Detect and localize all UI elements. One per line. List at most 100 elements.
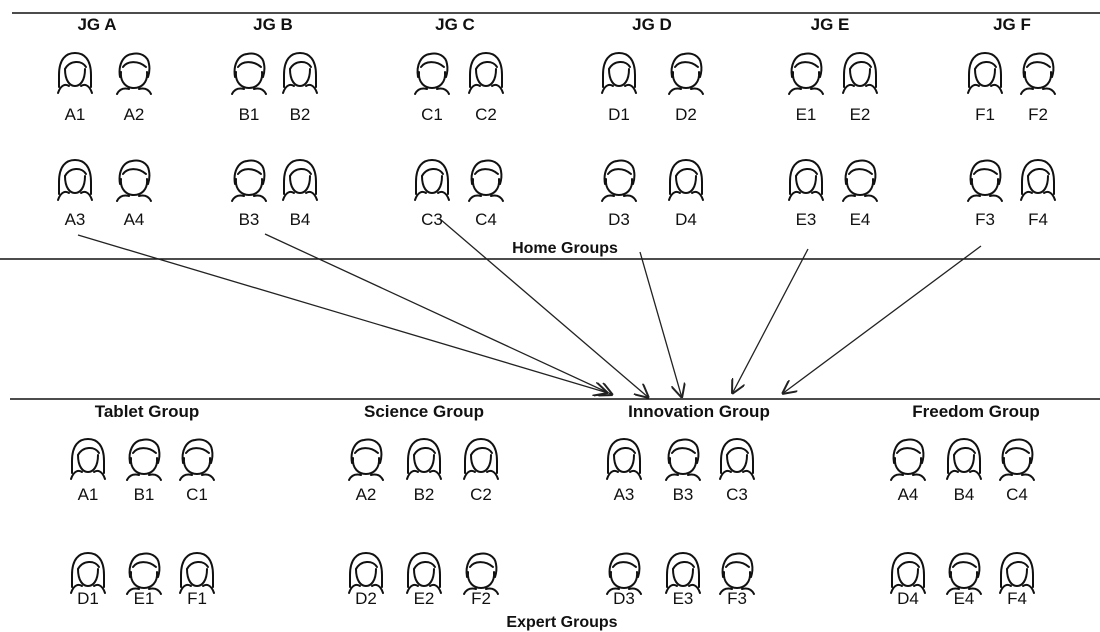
arrow-e3-to-innovation [732, 248, 809, 394]
boy-icon [719, 552, 755, 595]
member-label: F3 [727, 589, 747, 608]
boy-icon [788, 52, 824, 95]
home-groups-label: Home Groups [512, 240, 618, 257]
girl-icon [665, 552, 701, 594]
expert-group-title: Innovation Group [628, 402, 770, 421]
member-label: C1 [421, 105, 443, 124]
home-group-title: JG A [77, 15, 116, 34]
member-label: C4 [1006, 485, 1028, 504]
girl-icon [788, 159, 824, 201]
girl-icon [406, 438, 442, 480]
member-label: A1 [65, 105, 86, 124]
boy-icon [116, 52, 152, 95]
member-label: B1 [134, 485, 155, 504]
girl-icon [842, 52, 878, 94]
girl-icon [668, 159, 704, 201]
member-label: B4 [290, 210, 311, 229]
member-label: A3 [65, 210, 86, 229]
girl-icon [463, 438, 499, 480]
girl-icon [282, 159, 318, 201]
boy-icon [179, 438, 215, 481]
member-label: D3 [613, 589, 635, 608]
member-label: A4 [898, 485, 919, 504]
member-label: F4 [1007, 589, 1027, 608]
member-label: C4 [475, 210, 497, 229]
girl-icon [890, 552, 926, 594]
girl-icon [179, 552, 215, 594]
boy-icon [231, 159, 267, 202]
girl-icon [57, 52, 93, 94]
member-label: C2 [470, 485, 492, 504]
arrow-f3-to-innovation [782, 245, 982, 394]
member-label: C3 [726, 485, 748, 504]
boy-icon [967, 159, 1003, 202]
boy-icon [999, 438, 1035, 481]
expert-group-title: Tablet Group [95, 402, 200, 421]
boy-icon [126, 438, 162, 481]
member-label: A3 [614, 485, 635, 504]
girl-icon [57, 159, 93, 201]
arrows-to-innovation-group [77, 218, 982, 398]
expert-group-title: Science Group [364, 402, 484, 421]
member-label: A2 [356, 485, 377, 504]
home-group-title: JG B [253, 15, 293, 34]
girl-icon [468, 52, 504, 94]
arrow-c3-to-innovation [439, 218, 649, 398]
girl-icon [70, 438, 106, 480]
girl-icon [967, 52, 1003, 94]
member-label: F2 [471, 589, 491, 608]
girl-icon [999, 552, 1035, 594]
member-label: C2 [475, 105, 497, 124]
member-label: A4 [124, 210, 145, 229]
member-label: F1 [975, 105, 995, 124]
member-label: E3 [796, 210, 817, 229]
member-label: D1 [608, 105, 630, 124]
girl-icon [606, 438, 642, 480]
member-label: D3 [608, 210, 630, 229]
expert-group-title: Freedom Group [912, 402, 1040, 421]
member-label: E2 [414, 589, 435, 608]
boy-icon [606, 552, 642, 595]
member-label: B3 [673, 485, 694, 504]
member-label: D4 [897, 589, 919, 608]
boy-icon [668, 52, 704, 95]
girl-icon [414, 159, 450, 201]
member-label: B4 [954, 485, 975, 504]
girl-icon [719, 438, 755, 480]
arrow-a3-to-innovation [77, 234, 608, 393]
girl-icon [348, 552, 384, 594]
boy-icon [348, 438, 384, 481]
member-label: B1 [239, 105, 260, 124]
home-group-title: JG D [632, 15, 672, 34]
expert-groups-label: Expert Groups [506, 614, 617, 631]
boy-icon [1020, 52, 1056, 95]
boy-icon [946, 552, 982, 595]
member-label: F1 [187, 589, 207, 608]
member-label: A1 [78, 485, 99, 504]
boy-icon [601, 159, 637, 202]
member-label: E3 [673, 589, 694, 608]
boy-icon [463, 552, 499, 595]
boy-icon [414, 52, 450, 95]
member-label: E1 [134, 589, 155, 608]
boy-icon [842, 159, 878, 202]
girl-icon [406, 552, 442, 594]
member-label: C1 [186, 485, 208, 504]
girl-icon [282, 52, 318, 94]
member-label: D2 [355, 589, 377, 608]
member-label: E4 [954, 589, 975, 608]
girl-icon [601, 52, 637, 94]
home-group-title: JG C [435, 15, 475, 34]
member-label: E1 [796, 105, 817, 124]
